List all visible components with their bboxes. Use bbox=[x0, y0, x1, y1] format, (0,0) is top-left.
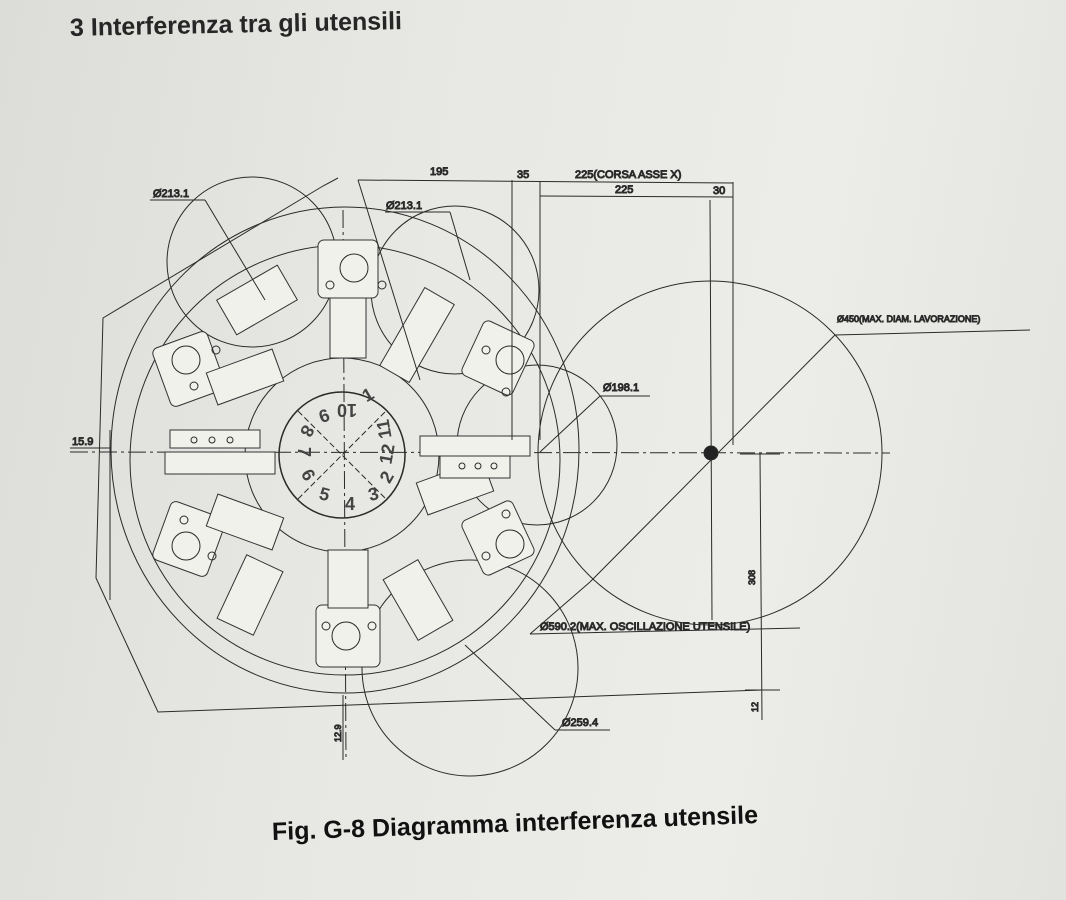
tool-bores bbox=[171, 253, 525, 651]
dimension-lines bbox=[70, 179, 1031, 760]
station-number: 4 bbox=[345, 494, 355, 514]
station-number: 3 bbox=[366, 483, 381, 505]
tool-stations bbox=[152, 239, 535, 668]
dim-198: Ø198.1 bbox=[603, 382, 639, 394]
dim-213-left: Ø213.1 bbox=[153, 188, 189, 200]
station-number: 12 bbox=[376, 442, 399, 465]
station-number: 7 bbox=[294, 447, 314, 457]
dim-35: 35 bbox=[517, 169, 529, 181]
turret-station-numbers: 1 2 3 4 5 6 7 8 9 10 11 12 bbox=[294, 384, 399, 514]
dim-225-corsa: 225(CORSA ASSE X) bbox=[575, 169, 681, 181]
dim-259: Ø259.4 bbox=[562, 717, 598, 729]
station-number: 5 bbox=[317, 483, 332, 505]
dim-30: 30 bbox=[713, 185, 725, 197]
station-number: 10 bbox=[337, 400, 357, 420]
dim-225: 225 bbox=[615, 184, 633, 196]
dim-12-9: 12.9 bbox=[333, 724, 343, 742]
station-number: 2 bbox=[376, 468, 398, 487]
dim-195: 195 bbox=[430, 166, 448, 178]
station-number: 11 bbox=[373, 418, 396, 440]
turret-hub-inner bbox=[278, 391, 406, 519]
workpiece-vertical-line bbox=[709, 199, 713, 621]
dim-450: Ø450(MAX. DIAM. LAVORAZIONE) bbox=[837, 314, 980, 324]
dim-308: 308 bbox=[747, 570, 757, 585]
station-number: 1 bbox=[359, 384, 378, 406]
dim-12: 12 bbox=[750, 702, 760, 712]
workpiece-center bbox=[703, 445, 719, 461]
dim-213-top: Ø213.1 bbox=[386, 200, 422, 212]
oscillation-circle-590 bbox=[110, 206, 580, 694]
tool-circle-259 bbox=[361, 559, 579, 777]
station-number: 6 bbox=[297, 466, 319, 485]
dim-15-9: 15.9 bbox=[72, 436, 93, 448]
station-number: 9 bbox=[316, 405, 332, 427]
dim-590: Ø590.2(MAX. OSCILLAZIONE UTENSILE) bbox=[540, 621, 750, 633]
station-number: 8 bbox=[296, 422, 318, 441]
